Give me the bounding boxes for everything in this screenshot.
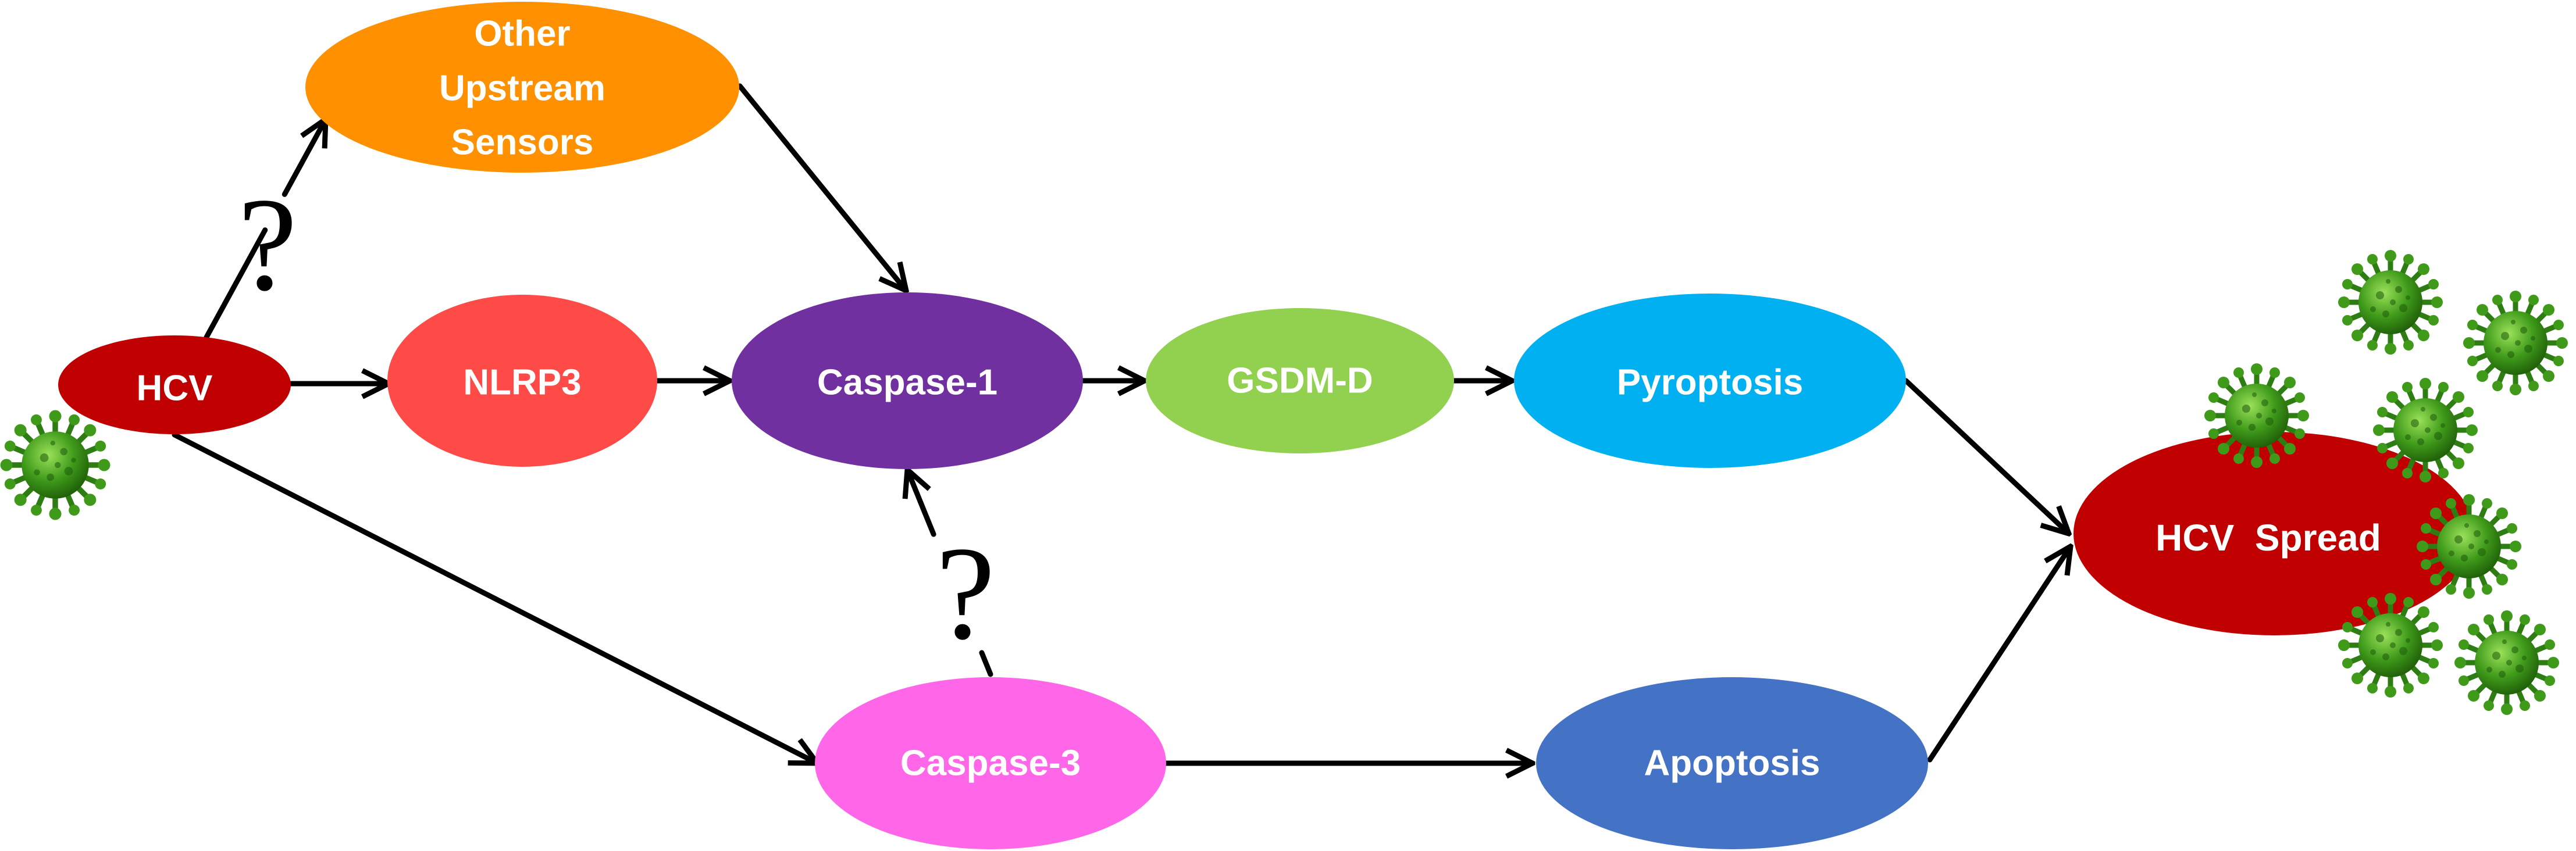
node-hcv-shape bbox=[58, 335, 291, 434]
question-mark-upper: ? bbox=[238, 170, 297, 319]
node-hcv-label: HCV bbox=[137, 369, 213, 409]
node-hcv: HCV bbox=[58, 335, 291, 434]
node-hcv-spread: HCV Spread bbox=[2073, 432, 2475, 635]
node-gsdmd: GSDM-D bbox=[1146, 308, 1454, 453]
node-other-sensors-line3: Sensors bbox=[451, 123, 594, 163]
edge-hcv-to-other-sensors bbox=[204, 119, 326, 340]
virus-icon bbox=[2454, 610, 2559, 715]
node-apoptosis: Apoptosis bbox=[1536, 677, 1928, 849]
node-nlrp3-label: NLRP3 bbox=[463, 363, 581, 403]
node-gsdmd-label: GSDM-D bbox=[1227, 361, 1373, 401]
node-pyroptosis: Pyroptosis bbox=[1514, 294, 1906, 468]
node-hcv-spread-shape bbox=[2073, 432, 2475, 635]
node-other-sensors-shape bbox=[305, 2, 739, 173]
virus-icon bbox=[2373, 378, 2478, 482]
virus-icon bbox=[2338, 250, 2443, 355]
node-caspase1-shape bbox=[732, 292, 1083, 469]
node-other-sensors: Other Upstream Sensors bbox=[305, 2, 739, 173]
node-nlrp3-shape bbox=[387, 295, 657, 467]
edge-apoptosis-to-hcv-spread bbox=[1927, 546, 2071, 763]
edges bbox=[172, 83, 2071, 763]
node-pyroptosis-shape bbox=[1514, 294, 1906, 468]
node-hcv-spread-label: HCV Spread bbox=[2155, 517, 2381, 559]
node-caspase3: Caspase-3 bbox=[815, 677, 1166, 849]
edge-hcv-to-caspase3 bbox=[172, 432, 817, 763]
node-nlrp3: NLRP3 bbox=[387, 295, 657, 467]
edge-other-sensors-to-caspase1 bbox=[737, 83, 906, 291]
virus-icon bbox=[2417, 494, 2521, 599]
node-caspase1-label: Caspase-1 bbox=[817, 363, 997, 403]
node-caspase3-shape bbox=[815, 677, 1166, 849]
virus-icon bbox=[1, 410, 111, 520]
edge-caspase3-to-caspase1 bbox=[907, 470, 993, 677]
node-apoptosis-label: Apoptosis bbox=[1644, 743, 1820, 784]
node-pyroptosis-label: Pyroptosis bbox=[1617, 363, 1803, 403]
node-caspase3-label: Caspase-3 bbox=[900, 743, 1081, 784]
edge-pyroptosis-to-hcv-spread bbox=[1903, 378, 2069, 534]
question-mark-lower: ? bbox=[936, 519, 995, 667]
node-apoptosis-shape bbox=[1536, 677, 1928, 849]
node-caspase1: Caspase-1 bbox=[732, 292, 1083, 469]
node-gsdmd-shape bbox=[1146, 308, 1454, 453]
node-other-sensors-line2: Upstream bbox=[439, 69, 605, 109]
virus-icon bbox=[2204, 363, 2309, 468]
virus-icon bbox=[2463, 291, 2568, 395]
node-other-sensors-line1: Other bbox=[474, 14, 570, 54]
virus-icon bbox=[2338, 593, 2443, 698]
